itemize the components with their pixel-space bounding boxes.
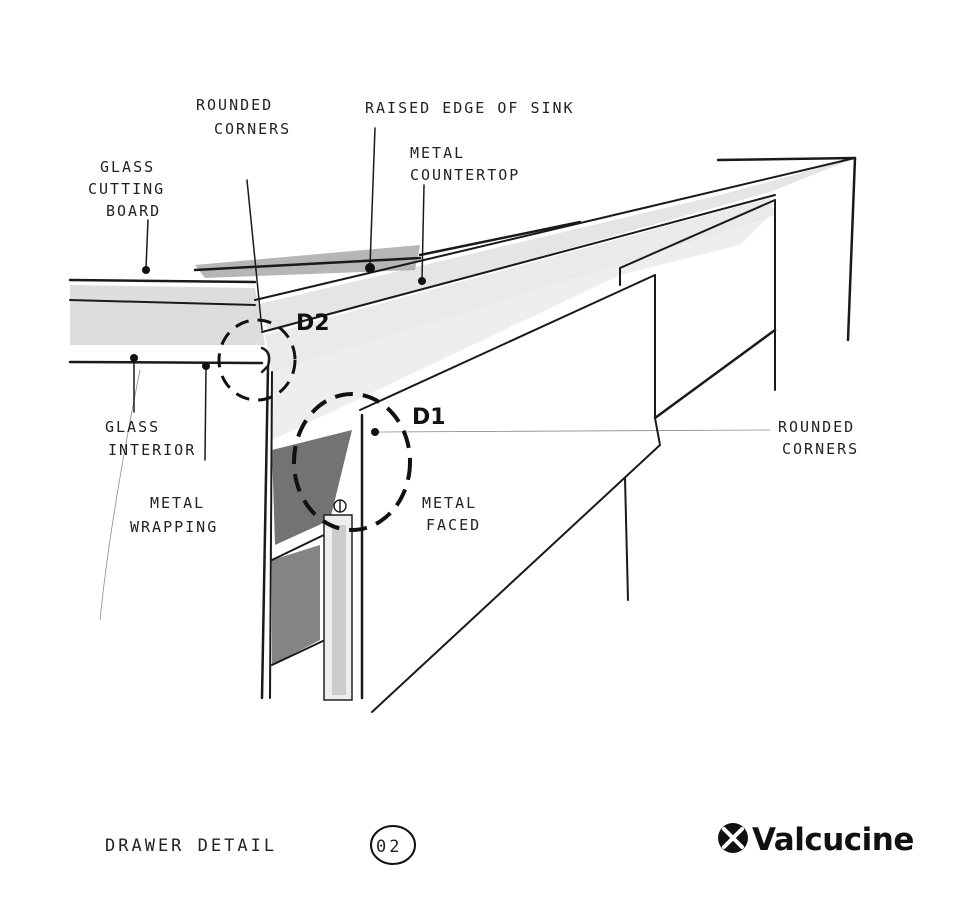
label-rounded-corners-right-line2: CORNERS [782, 440, 859, 458]
label-metal-wrapping-line1: METAL [150, 494, 205, 512]
label-glass-interior-line1: GLASS [105, 418, 160, 436]
detail-tag-d1: D1 [412, 405, 446, 430]
label-glass-cutting-board-line2: CUTTING [88, 180, 165, 198]
countertop-surface [70, 158, 855, 440]
label-metal-countertop-line1: METAL [410, 144, 465, 162]
detail-tag-d2: D2 [296, 311, 330, 336]
label-metal-faced-line1: METAL [422, 494, 477, 512]
leader-lines [130, 127, 426, 461]
label-glass-interior-line2: INTERIOR [108, 441, 196, 459]
label-rounded-corners-right-line1: ROUNDED [778, 418, 855, 436]
label-raised-edge-of-sink: RAISED EDGE OF SINK [365, 99, 575, 117]
label-metal-wrapping-line2: WRAPPING [130, 518, 218, 536]
detail-circle-d2 [217, 318, 297, 402]
detail-circle-d1 [292, 392, 412, 532]
label-metal-countertop-line2: COUNTERTOP [410, 166, 520, 184]
valcucine-x-mark-icon [718, 823, 748, 853]
cabinet-outline [68, 156, 857, 713]
circle-marker-icon [333, 499, 347, 513]
label-rounded-corners-top-line2: CORNERS [214, 120, 291, 138]
brand-logo-text: Valcucine [752, 822, 914, 858]
footer-number: 02 [376, 837, 402, 857]
footer-number-badge: 02 [370, 825, 416, 865]
footer-title: DRAWER DETAIL [105, 836, 277, 856]
label-glass-cutting-board-line3: BOARD [106, 202, 161, 220]
label-rounded-corners-top-line1: ROUNDED [196, 96, 273, 114]
label-glass-cutting-board-line1: GLASS [100, 158, 155, 176]
label-metal-faced-line2: FACED [426, 516, 481, 534]
